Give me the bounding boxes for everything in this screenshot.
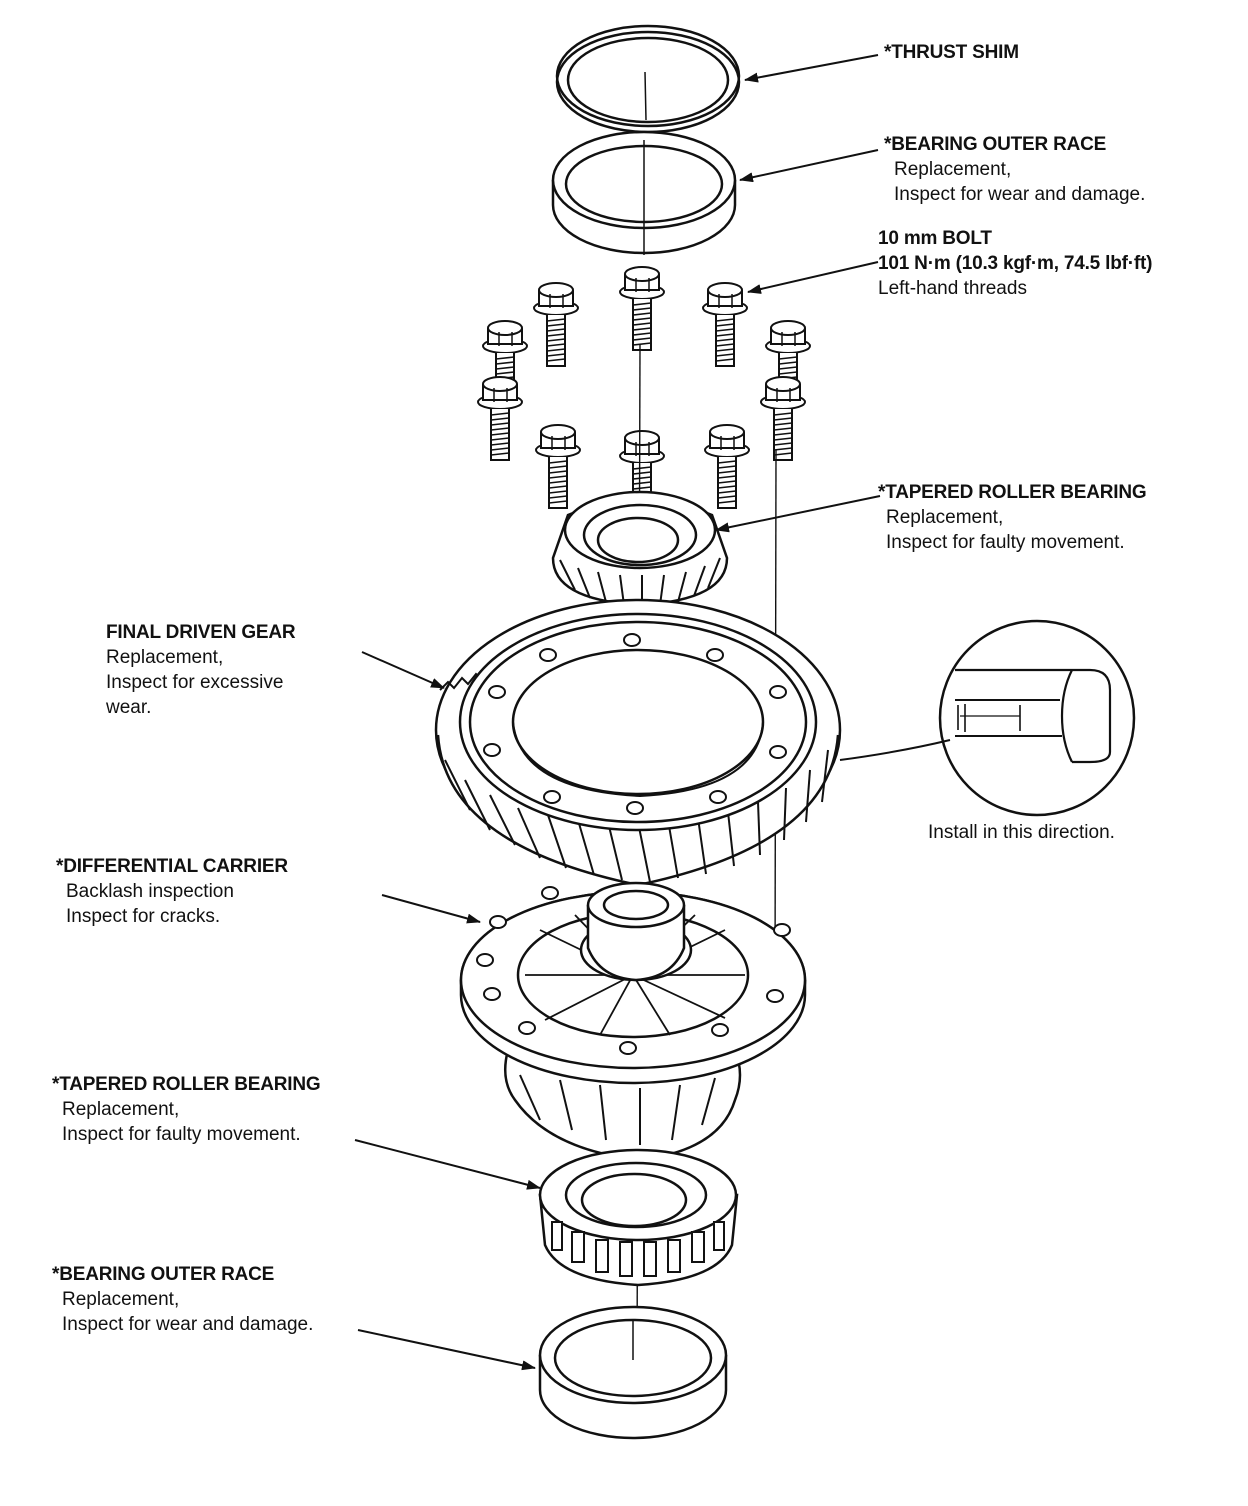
install-direction-label: Install in this direction. bbox=[928, 820, 1115, 845]
bearing-outer-race-top-line-1: Replacement, bbox=[894, 159, 1012, 180]
tapered-roller-bearing-bottom-label: *TAPERED ROLLER BEARING Replacement, Ins… bbox=[52, 1072, 321, 1147]
final-driven-gear bbox=[434, 598, 842, 887]
bolt-1 bbox=[619, 266, 665, 351]
bearing-outer-race-top bbox=[551, 130, 737, 255]
bolt-7 bbox=[760, 376, 806, 461]
bearing-outer-race-bottom-line-2: Inspect for wear and damage. bbox=[62, 1314, 314, 1335]
bearing-outer-race-top-line-2: Inspect for wear and damage. bbox=[894, 184, 1146, 205]
bolt-8 bbox=[535, 424, 581, 509]
final-driven-gear-label: FINAL DRIVEN GEAR Replacement, Inspect f… bbox=[106, 620, 296, 720]
tapered-roller-bearing-top-title: *TAPERED ROLLER BEARING bbox=[878, 482, 1147, 503]
final-driven-gear-line-3: wear. bbox=[106, 697, 152, 718]
bearing-outer-race-top-label: *BEARING OUTER RACE Replacement, Inspect… bbox=[884, 132, 1145, 207]
bolt-label: 10 mm BOLT 101 N·m (10.3 kgf·m, 74.5 lbf… bbox=[878, 226, 1152, 301]
final-driven-gear-line-2: Inspect for excessive bbox=[106, 672, 284, 693]
bolt-title: 10 mm BOLT bbox=[878, 228, 992, 249]
bolt-10 bbox=[704, 424, 750, 509]
tapered-roller-bearing-bottom bbox=[538, 1148, 739, 1287]
differential-carrier-label: *DIFFERENTIAL CARRIER Backlash inspectio… bbox=[56, 854, 288, 929]
tapered-roller-bearing-bottom-line-1: Replacement, bbox=[62, 1099, 180, 1120]
bearing-outer-race-bottom-label: *BEARING OUTER RACE Replacement, Inspect… bbox=[52, 1262, 313, 1337]
bolt-note: Left-hand threads bbox=[878, 278, 1027, 299]
install-direction-detail bbox=[839, 619, 1136, 817]
bearing-outer-race-bottom bbox=[538, 1305, 728, 1440]
leader-lines bbox=[354, 54, 881, 1371]
thrust-shim-label: *THRUST SHIM bbox=[884, 40, 1019, 65]
differential-carrier-title: *DIFFERENTIAL CARRIER bbox=[56, 856, 288, 877]
tapered-roller-bearing-top bbox=[551, 490, 729, 607]
final-driven-gear-title: FINAL DRIVEN GEAR bbox=[106, 622, 296, 643]
bolts-group bbox=[477, 266, 811, 515]
bolt-6 bbox=[477, 376, 523, 461]
differential-carrier-line-2: Inspect for cracks. bbox=[66, 906, 221, 927]
bearing-outer-race-bottom-title: *BEARING OUTER RACE bbox=[52, 1264, 275, 1285]
tapered-roller-bearing-bottom-title: *TAPERED ROLLER BEARING bbox=[52, 1074, 321, 1095]
bearing-outer-race-bottom-line-1: Replacement, bbox=[62, 1289, 180, 1310]
install-direction-text: Install in this direction. bbox=[928, 822, 1115, 843]
thrust-shim-title: *THRUST SHIM bbox=[884, 42, 1019, 63]
differential-carrier bbox=[459, 881, 807, 1162]
tapered-roller-bearing-top-line-1: Replacement, bbox=[886, 507, 1004, 528]
tapered-roller-bearing-top-line-2: Inspect for faulty movement. bbox=[886, 532, 1125, 553]
final-driven-gear-line-1: Replacement, bbox=[106, 647, 224, 668]
bearing-outer-race-top-title: *BEARING OUTER RACE bbox=[884, 134, 1107, 155]
differential-carrier-line-1: Backlash inspection bbox=[66, 881, 234, 902]
bolt-torque: 101 N·m (10.3 kgf·m, 74.5 lbf·ft) bbox=[878, 253, 1153, 274]
tapered-roller-bearing-bottom-line-2: Inspect for faulty movement. bbox=[62, 1124, 301, 1145]
thrust-shim bbox=[555, 24, 741, 134]
tapered-roller-bearing-top-label: *TAPERED ROLLER BEARING Replacement, Ins… bbox=[878, 480, 1147, 555]
bolt-3 bbox=[702, 282, 748, 367]
bolt-2 bbox=[533, 282, 579, 367]
